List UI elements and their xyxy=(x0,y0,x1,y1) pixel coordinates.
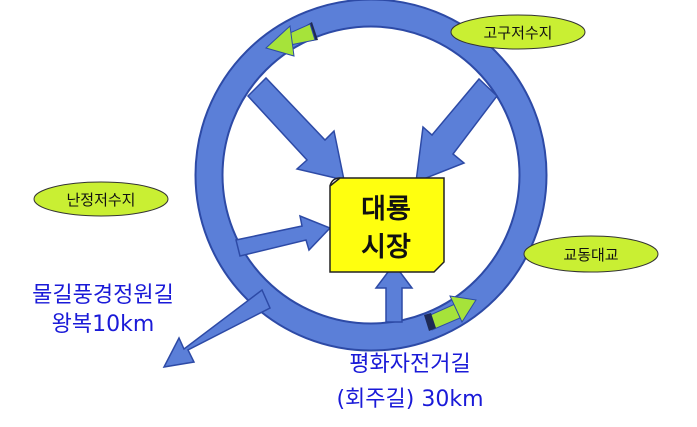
direction-arrow-bottom xyxy=(424,295,477,331)
place-oval-nanjeong: 난정저수지 xyxy=(33,181,169,217)
place-label-gyodong: 교동대교 xyxy=(563,246,618,264)
center-label-line2: 시장 xyxy=(361,232,411,263)
spoke-arrow-outward xyxy=(162,288,271,368)
circular-route-ring xyxy=(194,0,548,352)
center-market-box: 대룡 시장 xyxy=(329,177,445,273)
spoke-arrow-upper-right xyxy=(415,77,499,184)
place-oval-gyodong: 교동대교 xyxy=(523,235,659,273)
center-label-line1: 대룡 xyxy=(361,194,411,225)
waterway-route-name: 물길풍경정원길 xyxy=(32,283,174,308)
peace-route-name: 평화자전거길 xyxy=(349,352,470,377)
spoke-arrow-upper-left xyxy=(246,76,345,181)
spoke-arrow-bottom xyxy=(374,262,414,323)
place-label-nanjeong: 난정저수지 xyxy=(66,191,135,209)
spoke-arrow-left xyxy=(235,214,332,257)
waterway-route-distance: 왕복10km xyxy=(52,312,155,337)
place-oval-gogu: 고구저수지 xyxy=(450,14,586,50)
peace-route-distance: (회주길) 30km xyxy=(336,387,483,412)
place-label-gogu: 고구저수지 xyxy=(483,24,552,42)
direction-arrow-top xyxy=(265,22,318,57)
